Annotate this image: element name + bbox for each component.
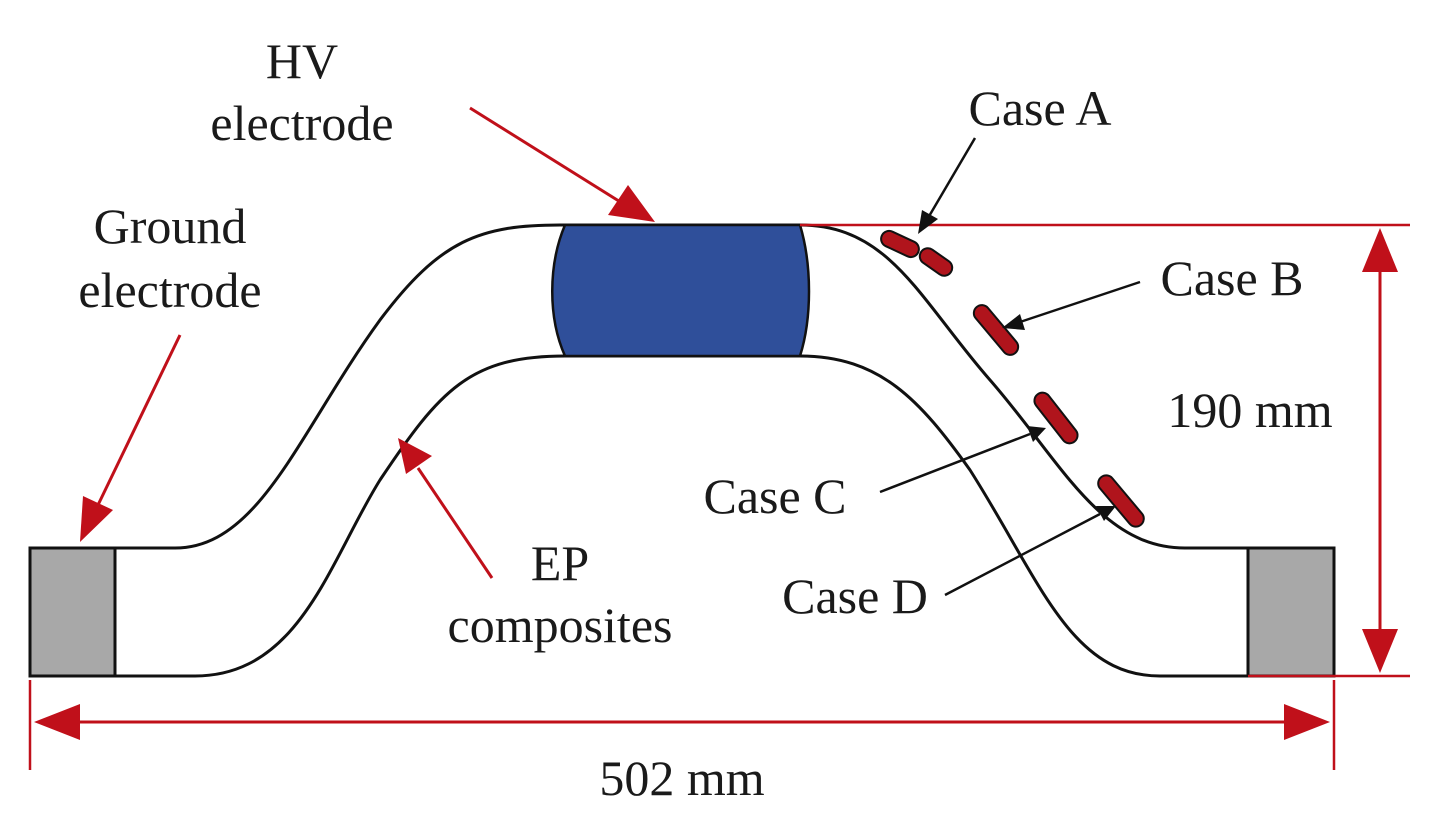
ground-label-line1: Ground <box>94 198 247 254</box>
hv-electrode <box>551 223 811 358</box>
case-a-label: Case A <box>968 80 1111 136</box>
height-dimension-arrow <box>1362 228 1398 673</box>
ground-label-line2: electrode <box>78 262 261 318</box>
hv-electrode-arrow <box>469 106 655 222</box>
case-d-arrow <box>944 506 1116 597</box>
defect-case-a-1 <box>880 229 920 259</box>
case-a-arrow <box>918 137 977 234</box>
ground-electrode-arrow <box>80 334 182 542</box>
ground-electrode-right <box>1246 546 1336 678</box>
height-dimension-label: 190 mm <box>1167 382 1332 438</box>
hv-label-line2: electrode <box>210 95 393 151</box>
ep-label-line1: EP <box>531 535 589 591</box>
defect-case-c <box>1033 391 1079 445</box>
defect-case-a-2 <box>918 247 954 277</box>
case-c-arrow <box>879 426 1046 494</box>
width-dimension-arrow <box>28 680 1336 770</box>
defect-case-d <box>1097 474 1145 528</box>
defect-group <box>880 229 1145 528</box>
insulator-lower-profile <box>115 354 1248 678</box>
ground-electrode-left <box>28 546 117 678</box>
case-b-label: Case B <box>1160 250 1303 306</box>
hv-label-line1: HV <box>266 33 338 89</box>
case-b-arrow <box>1002 280 1141 330</box>
ep-label-line2: composites <box>448 597 673 653</box>
case-d-label: Case D <box>782 568 928 624</box>
case-c-label: Case C <box>703 468 846 524</box>
defect-case-b <box>972 304 1020 356</box>
width-dimension-label: 502 mm <box>599 750 764 806</box>
ep-composites-arrow <box>398 438 494 579</box>
